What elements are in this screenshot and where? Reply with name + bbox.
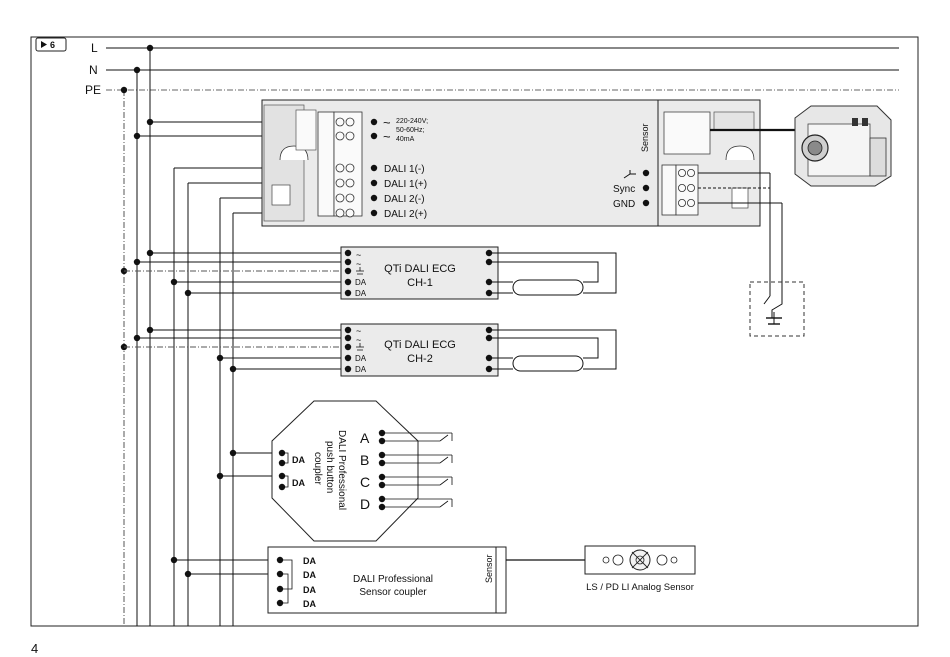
sensor-coupler-pin-da-3: DA — [303, 585, 316, 595]
dali-controller: ~ ~ 220-240V; 50-60Hz; 40mA DALI 1(-) DA… — [261, 99, 761, 227]
terminal-dali-1-plus: DALI 1(+) — [384, 179, 427, 190]
terminal-gnd: GND — [613, 199, 635, 210]
ecg2-pin-da-1: DA — [355, 354, 367, 363]
sensor-coupler: DA DA DA DA DALI Professional Sensor cou… — [174, 546, 585, 614]
push-button-coupler: DA DA DALI Professional push button coup… — [220, 400, 453, 542]
ecg2-pin-da-2: DA — [355, 365, 367, 374]
push-coupler-button-contacts — [378, 429, 453, 511]
sensor-coupler-pin-da-4: DA — [303, 599, 316, 609]
ecg-ch1: ~ ~ DA DA QTi DALI ECG CH-1 — [124, 246, 617, 300]
rail-label-l: L — [91, 41, 98, 55]
ecg-ch2: ~ ~ DA DA QTi DALI ECG CH-2 — [124, 323, 617, 377]
figure-tag-number: 6 — [50, 40, 55, 50]
figure-tag: 6 — [35, 37, 67, 52]
sensor-coupler-name-2: Sensor coupler — [359, 587, 427, 598]
rail-label-n: N — [89, 63, 98, 77]
ecg1-title: QTi DALI ECG — [384, 263, 456, 275]
terminal-dali-1-minus: DALI 1(-) — [384, 164, 425, 175]
junction-dots — [120, 44, 237, 578]
svg-text:~: ~ — [356, 335, 361, 345]
supply-voltage: 220-240V; — [396, 118, 428, 125]
sensor-socket — [663, 111, 711, 155]
svg-text:~: ~ — [356, 259, 361, 269]
ecg1-pin-da-1: DA — [355, 278, 367, 287]
push-coupler-pin-da-1: DA — [292, 455, 305, 465]
svg-text:~: ~ — [383, 129, 391, 144]
terminal-dali-2-minus: DALI 2(-) — [384, 194, 425, 205]
diagram-frame — [30, 36, 919, 627]
svg-text:~: ~ — [356, 250, 361, 260]
sensor-coupler-pin-da-2: DA — [303, 570, 316, 580]
svg-text:~: ~ — [356, 326, 361, 336]
push-coupler-name-1: DALI Professional — [336, 430, 347, 510]
supply-frequency: 50-60Hz; — [396, 127, 424, 134]
sensor-coupler-pin-da-1: DA — [303, 556, 316, 566]
right-terminal-block — [661, 164, 699, 216]
analog-sensor: LS / PD LI Analog Sensor — [584, 545, 696, 593]
push-coupler-name-3: coupler — [312, 452, 323, 485]
push-coupler-name-2: push button — [324, 441, 335, 493]
controller-sensor-label: Sensor — [640, 123, 650, 152]
sensor-coupler-name-1: DALI Professional — [353, 574, 433, 585]
svg-text:~: ~ — [383, 115, 391, 130]
push-coupler-input-a: A — [360, 430, 370, 446]
supply-current: 40mA — [396, 136, 415, 143]
sensor-device — [794, 105, 892, 187]
push-coupler-input-d: D — [360, 496, 370, 512]
ecg1-lamp — [512, 279, 584, 296]
external-pushbutton — [698, 172, 805, 337]
vertical-drops — [123, 48, 234, 626]
sensor-coupler-sensor-label: Sensor — [484, 554, 494, 583]
ecg1-channel: CH-1 — [407, 277, 433, 289]
ecg2-lamp — [512, 355, 584, 372]
ecg1-pin-da-2: DA — [355, 289, 367, 298]
ecg2-channel: CH-2 — [407, 353, 433, 365]
play-icon — [41, 41, 47, 48]
push-coupler-input-c: C — [360, 474, 370, 490]
ecg2-title: QTi DALI ECG — [384, 339, 456, 351]
terminal-sync: Sync — [613, 184, 635, 195]
push-coupler-input-b: B — [360, 452, 369, 468]
left-terminal-block — [317, 111, 363, 218]
pushbutton-icon — [623, 170, 636, 179]
push-coupler-pin-da-2: DA — [292, 478, 305, 488]
analog-sensor-label: LS / PD LI Analog Sensor — [586, 582, 694, 593]
terminal-dali-2-plus: DALI 2(+) — [384, 209, 427, 220]
page-number: 4 — [31, 641, 39, 656]
rail-label-pe: PE — [85, 83, 101, 97]
